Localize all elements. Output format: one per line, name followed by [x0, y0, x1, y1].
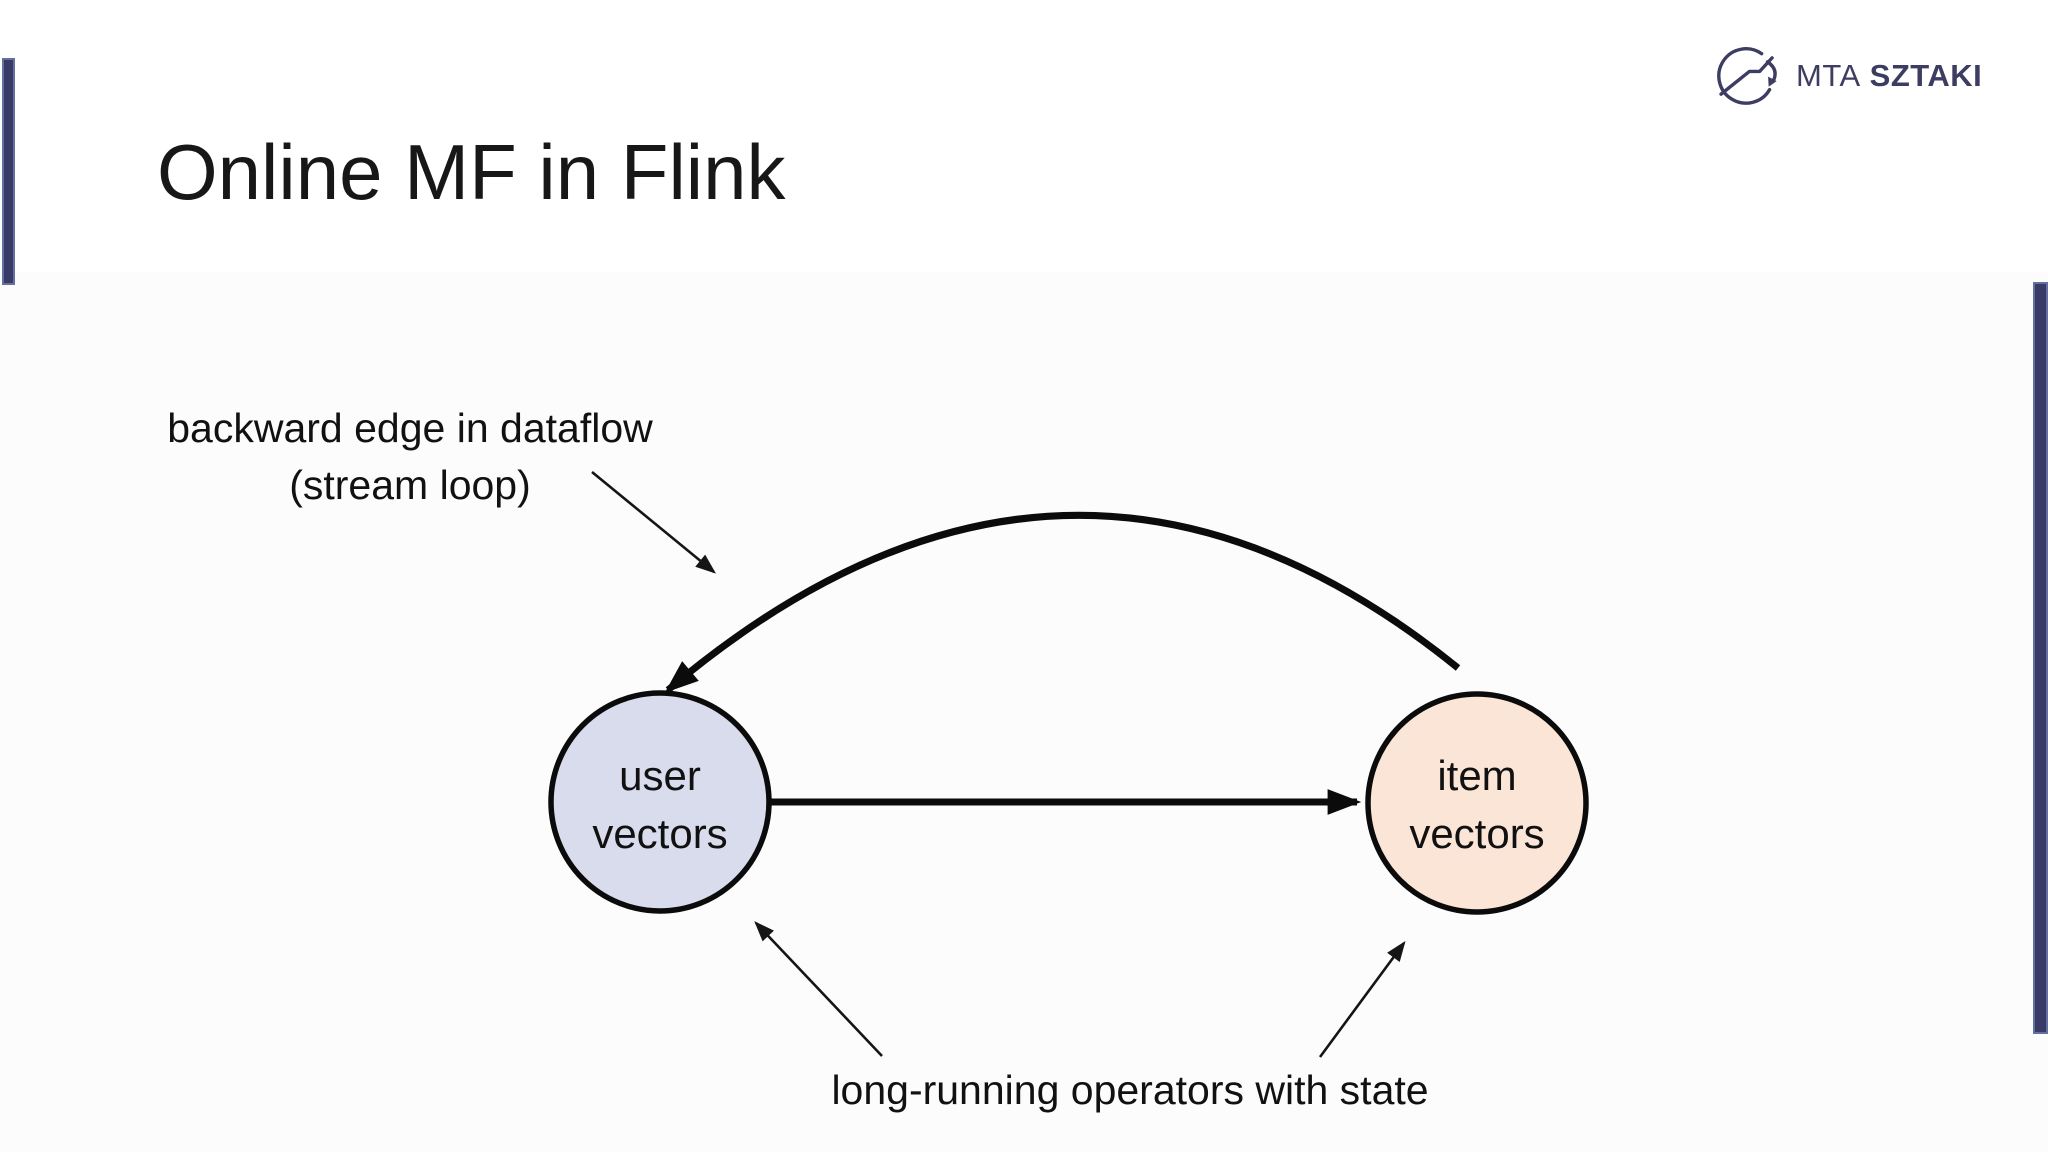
user-vectors-node [548, 690, 772, 914]
logo-org-short: MTA [1796, 58, 1861, 93]
annotation-arrow-user-node [754, 921, 883, 1057]
item-vectors-node [1365, 691, 1589, 915]
backward-edge-annotation-line2: (stream loop) [289, 462, 531, 508]
annotation-arrow-backward-edge [591, 470, 716, 574]
item-node-label-line1: item [1437, 752, 1516, 799]
slide-content-band [0, 272, 2048, 1152]
user-node-label-line1: user [619, 752, 701, 799]
operators-annotation: long-running operators with state [831, 1067, 1429, 1113]
user-node-label-line2: vectors [592, 810, 727, 857]
backward-edge-annotation: backward edge in dataflow (stream loop) [130, 400, 690, 514]
backward-edge-arrow [664, 511, 1461, 693]
backward-edge-annotation-line1: backward edge in dataflow [167, 405, 653, 451]
left-accent-bar [2, 58, 15, 285]
item-node-label-line2: vectors [1409, 810, 1544, 857]
logo-org-name: SZTAKI [1869, 58, 1983, 93]
page-title: Online MF in Flink [157, 128, 786, 216]
annotation-arrow-item-node [1318, 940, 1406, 1058]
sztaki-circle-icon [1717, 47, 1777, 105]
right-accent-bar [2033, 282, 2048, 1034]
